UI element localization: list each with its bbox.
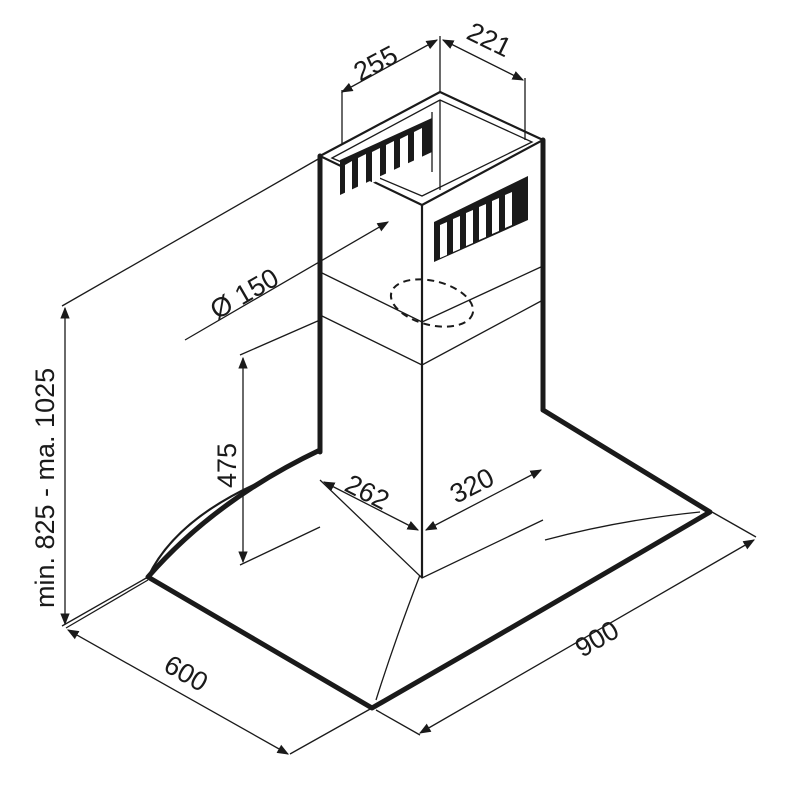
canopy-fold-right bbox=[544, 511, 701, 541]
label-depth-600: 600 bbox=[159, 649, 213, 698]
label-width-900: 900 bbox=[570, 615, 624, 664]
left-vent-louvres bbox=[340, 118, 432, 195]
label-outlet-diameter: Ø 150 bbox=[205, 262, 284, 325]
dim-line-600 bbox=[66, 629, 290, 755]
label-total-height: min. 825 - ma. 1025 bbox=[30, 368, 60, 608]
ext-900-left bbox=[375, 709, 421, 736]
dim-line-262 bbox=[322, 481, 420, 531]
ext-475-top bbox=[239, 319, 321, 356]
label-height-475: 475 bbox=[212, 443, 242, 488]
ext-height-bottom bbox=[61, 576, 149, 627]
label-depth-262: 262 bbox=[340, 469, 394, 516]
dimension-lines bbox=[60, 36, 757, 755]
dimension-labels: 255 221 Ø 150 475 262 320 min. 825 - ma.… bbox=[30, 16, 624, 697]
outlet-ellipse bbox=[389, 278, 475, 328]
chimney-top-rim bbox=[317, 90, 546, 207]
dim-line-900 bbox=[418, 539, 756, 734]
chimney-overlap-upper bbox=[319, 265, 544, 323]
ext-600-right bbox=[289, 707, 373, 755]
chimney-top-inner bbox=[330, 99, 534, 197]
dim-line-diameter bbox=[184, 221, 390, 341]
right-vent-louvres bbox=[434, 176, 528, 262]
chimney-overlap-lower bbox=[319, 299, 544, 366]
label-chimney-depth: 221 bbox=[462, 16, 516, 63]
ext-height-top bbox=[61, 157, 321, 307]
dim-line-255 bbox=[340, 39, 439, 93]
ext-600-left bbox=[65, 579, 149, 629]
ext-475-bottom bbox=[239, 526, 321, 566]
label-chimney-width: 255 bbox=[349, 40, 403, 88]
ext-900-right bbox=[711, 511, 757, 538]
dim-line-221 bbox=[441, 39, 525, 81]
chimney bbox=[317, 90, 546, 579]
canopy-fold-left bbox=[375, 574, 421, 701]
label-width-320: 320 bbox=[445, 462, 499, 509]
dim-line-320 bbox=[424, 469, 543, 531]
